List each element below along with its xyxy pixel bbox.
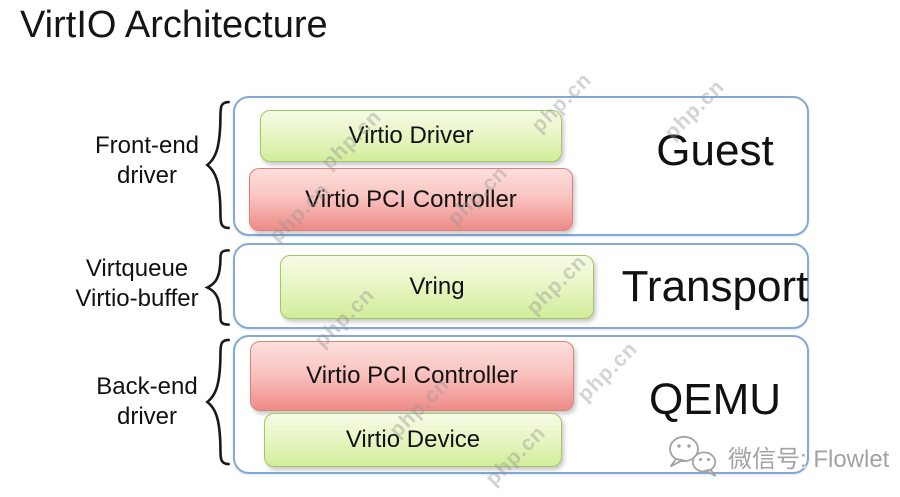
side-label-line: Virtio-buffer [75,285,199,312]
wechat-badge: 微信号: Flowlet [664,433,889,479]
page-title: VirtIO Architecture [20,4,328,46]
wechat-id-label: 微信号: Flowlet [728,445,890,473]
virtqueue-virtio-buffer-label: Virtqueue Virtio-buffer [37,254,237,314]
qemu-container-box: Virtio PCI Controller Virtio Device QEMU [233,335,809,474]
virtqueue-brace-icon [202,248,234,327]
transport-label: Transport [621,262,809,311]
vring-block: Vring [280,255,594,319]
side-label-line: driver [116,403,177,430]
qemu-label: QEMU [649,375,781,424]
virtio-pci-controller-qemu-block: Virtio PCI Controller [250,341,574,411]
side-label-line: driver [116,162,177,189]
transport-container-box: Vring Transport [233,243,809,329]
wechat-icon [669,435,717,477]
block-label: Virtio PCI Controller [305,185,517,213]
virtio-pci-controller-guest-block: Virtio PCI Controller [249,168,573,231]
front-end-driver-label: Front-end driver [57,131,237,191]
virtio-device-block: Virtio Device [264,413,562,467]
side-label-line: Virtqueue [85,255,189,282]
block-label: Virtio PCI Controller [306,362,518,389]
guest-label: Guest [656,126,774,175]
block-label: Virtio Driver [348,122,474,149]
virtio-driver-block: Virtio Driver [260,110,562,162]
side-label-line: Front-end [94,132,200,159]
side-label-line: Back-end [96,373,198,400]
back-end-brace-icon [202,336,234,468]
back-end-driver-label: Back-end driver [57,372,237,432]
guest-container-box: Virtio Driver Virtio PCI Controller Gues… [233,96,809,236]
front-end-brace-icon [202,98,234,232]
block-label: Virtio Device [345,426,481,453]
block-label: Vring [409,273,465,300]
